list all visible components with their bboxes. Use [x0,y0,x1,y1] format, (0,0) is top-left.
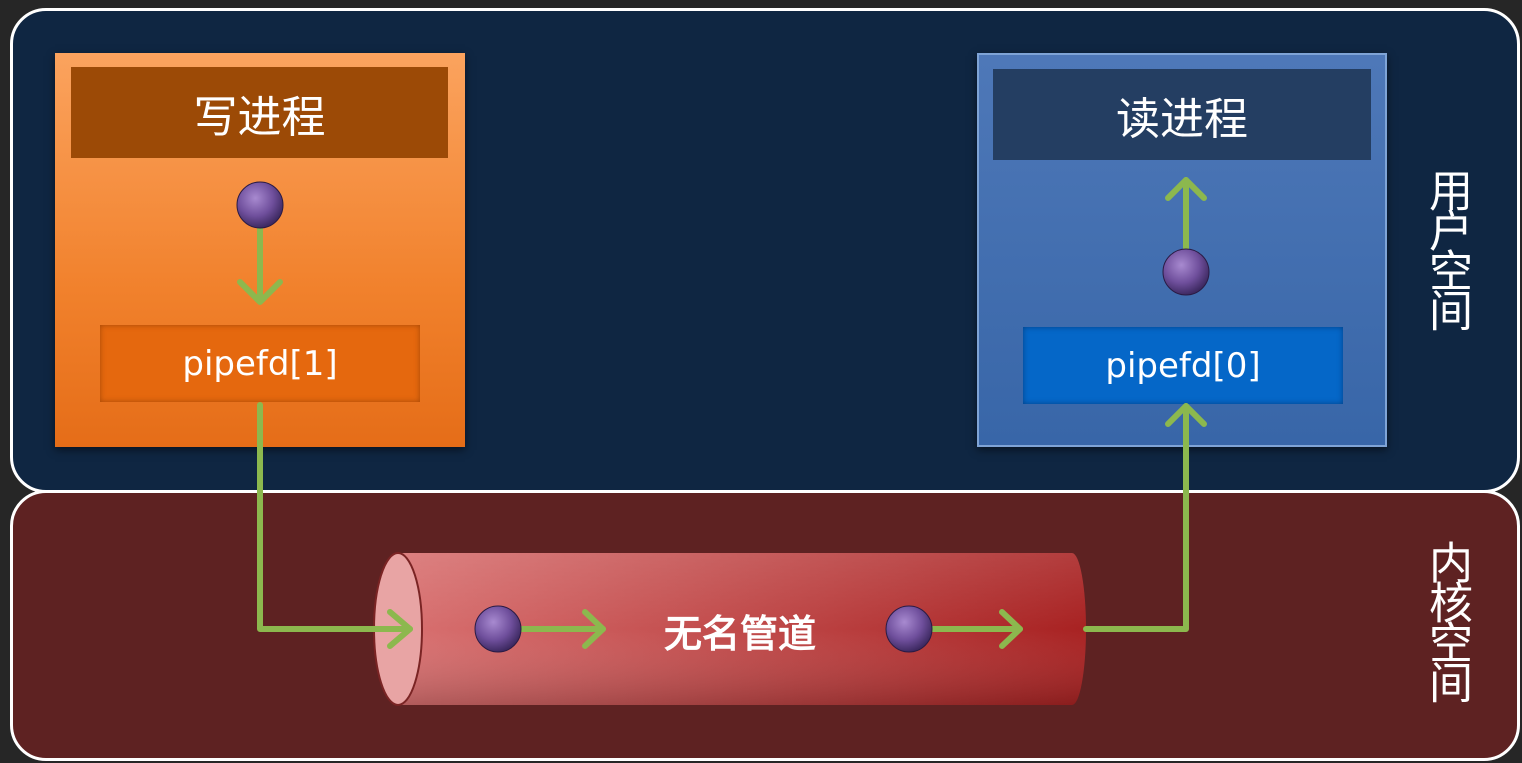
writer-process-title: 写进程 [71,67,448,158]
reader-data-ball [1162,248,1210,296]
write-arrow-into-pipe [257,402,413,632]
writer-data-ball [236,181,284,229]
writer-pipefd-label: pipefd[1] [100,325,420,402]
unnamed-pipe-label: 无名管道 [663,611,816,656]
user-space-label: 用户空间 [1421,168,1472,328]
read-arrow-out-of-pipe [1083,403,1189,632]
kernel-space-label: 内核空间 [1421,540,1472,700]
reader-pipefd-label: pipefd[0] [1023,327,1343,404]
pipe-data-ball-2 [885,605,933,653]
pipe-data-ball-1 [474,605,522,653]
reader-process-title: 读进程 [993,69,1371,160]
unnamed-pipe-cylinder [373,552,1086,706]
